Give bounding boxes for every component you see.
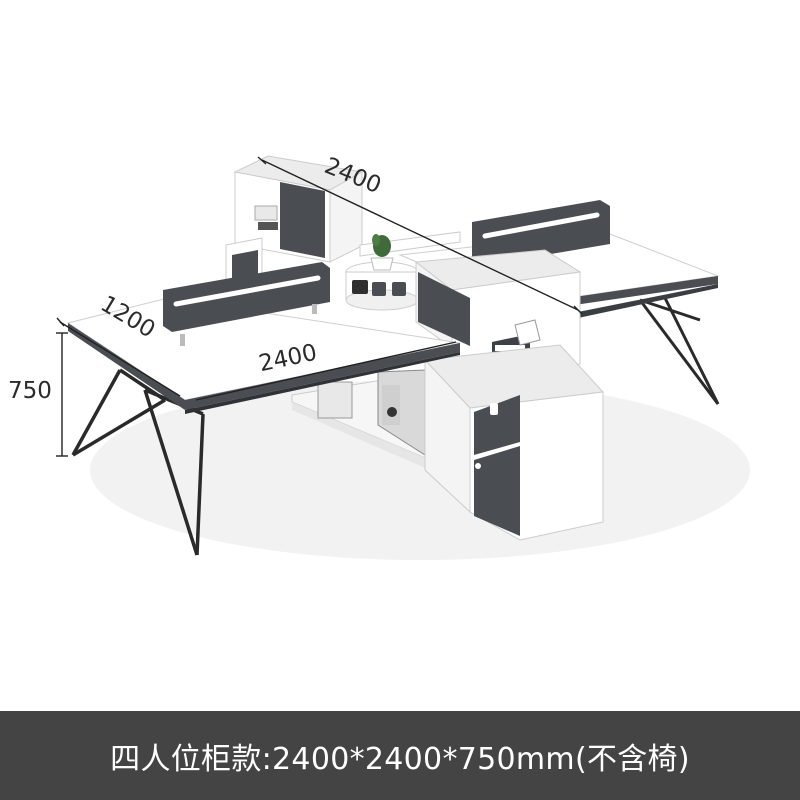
caption-bar: 四人位柜款:2400*2400*750mm(不含椅) [0,711,800,800]
product-caption: 四人位柜款:2400*2400*750mm(不含椅) [110,741,690,777]
cactus-plant [370,234,394,271]
round-power-stand [345,261,419,311]
under-desk-bookshelf [291,369,431,470]
back-right-privacy-panel [472,200,610,266]
back-right-legs [638,297,720,405]
pedestal-cabinet [423,344,605,541]
front-left-legs [71,368,205,556]
front-left-privacy-panel [163,262,330,346]
dimension-height: 750 [8,378,52,404]
dimension-lines [56,156,583,457]
